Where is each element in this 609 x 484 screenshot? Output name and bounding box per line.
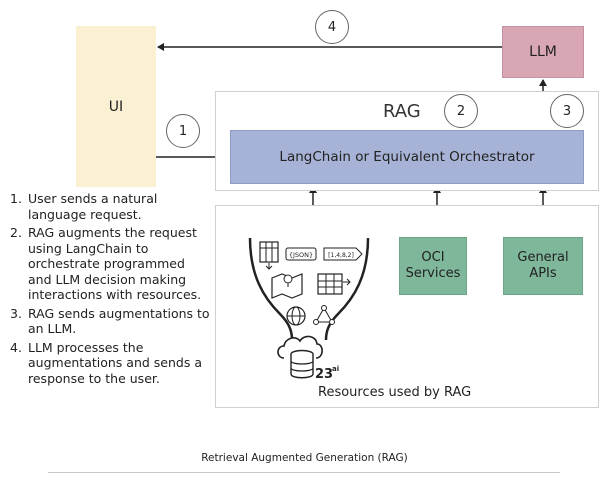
step-item: 1. User sends a natural language request… xyxy=(10,191,210,222)
resources-label: Resources used by RAG xyxy=(318,385,472,400)
vector-tag-box xyxy=(323,247,363,261)
step-item: 2. RAG augments the request using LangCh… xyxy=(10,225,210,303)
rag-title: RAG xyxy=(383,101,421,122)
db-version: 23 xyxy=(315,367,333,382)
step-marker-1: 1 xyxy=(166,114,200,148)
globe-icon xyxy=(286,306,306,326)
step-marker-2: 2 xyxy=(444,94,478,128)
step-text: User sends a natural language request. xyxy=(28,191,158,222)
step-number: 3. xyxy=(10,305,22,321)
step-text: LLM processes the augmentations and send… xyxy=(28,339,202,386)
grid-table-icon xyxy=(317,273,351,295)
orchestrator-label: LangChain or Equivalent Orchestrator xyxy=(279,149,535,165)
step-item: 4. LLM processes the augmentations and s… xyxy=(10,340,210,387)
general-apis-node: General APIs xyxy=(503,237,583,295)
db-version-suffix: ai xyxy=(332,365,339,373)
json-tag-box xyxy=(285,247,317,261)
steps-list: 1. User sends a natural language request… xyxy=(10,191,210,389)
funnel-outline-right xyxy=(324,237,370,341)
llm-node: LLM xyxy=(502,26,584,78)
step-number: 4. xyxy=(10,339,22,355)
step-number: 2. xyxy=(10,225,22,240)
oci-services-node: OCI Services xyxy=(399,237,467,295)
map-icon xyxy=(271,273,303,299)
funnel-outline-left xyxy=(248,237,294,341)
step-text: RAG sends augmentations to an LLM. xyxy=(28,305,210,337)
ui-node-label: UI xyxy=(108,98,124,115)
step-text: RAG augments the request using LangChain… xyxy=(28,225,202,302)
caption-divider xyxy=(48,472,560,473)
vector-tag: [1,4,8,2] xyxy=(328,252,354,259)
step-item: 3. RAG sends augmentations to an LLM. xyxy=(10,306,210,337)
step-marker-3: 3 xyxy=(550,94,584,128)
apis-label-line1: General xyxy=(517,250,569,265)
cloud-database-icon xyxy=(277,335,323,379)
apis-label-line2: APIs xyxy=(529,266,557,281)
graph-network-icon xyxy=(313,305,335,325)
oci-label-line1: OCI xyxy=(421,250,445,265)
orchestrator-node: LangChain or Equivalent Orchestrator xyxy=(230,130,584,184)
ui-node: UI xyxy=(76,26,156,187)
data-resources-illustration: {JSON} [1,4,8,2] 23 ai xyxy=(248,237,370,382)
step-number: 1. xyxy=(10,191,22,206)
figure-caption: Retrieval Augmented Generation (RAG) xyxy=(201,452,408,464)
json-tag: {JSON} xyxy=(289,251,313,259)
llm-node-label: LLM xyxy=(529,44,557,60)
step-marker-4: 4 xyxy=(315,10,349,44)
oci-label-line2: Services xyxy=(405,266,461,281)
table-doc-icon xyxy=(259,241,279,270)
